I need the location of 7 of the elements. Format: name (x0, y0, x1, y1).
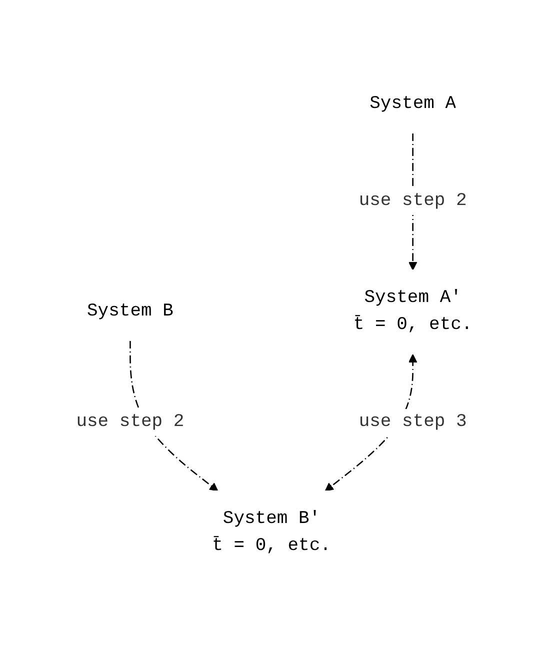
node-text: System B (86, 302, 174, 322)
node-text: System A (370, 94, 456, 114)
node-text: System A′ t̄ = 0, etc. (353, 288, 472, 335)
edge-label: use step 3 (358, 412, 467, 432)
edge-label: use step 2 (358, 191, 467, 211)
node-text: System B′ t̄ = 0, etc. (212, 509, 331, 556)
edge-label: use step 2 (76, 412, 184, 432)
